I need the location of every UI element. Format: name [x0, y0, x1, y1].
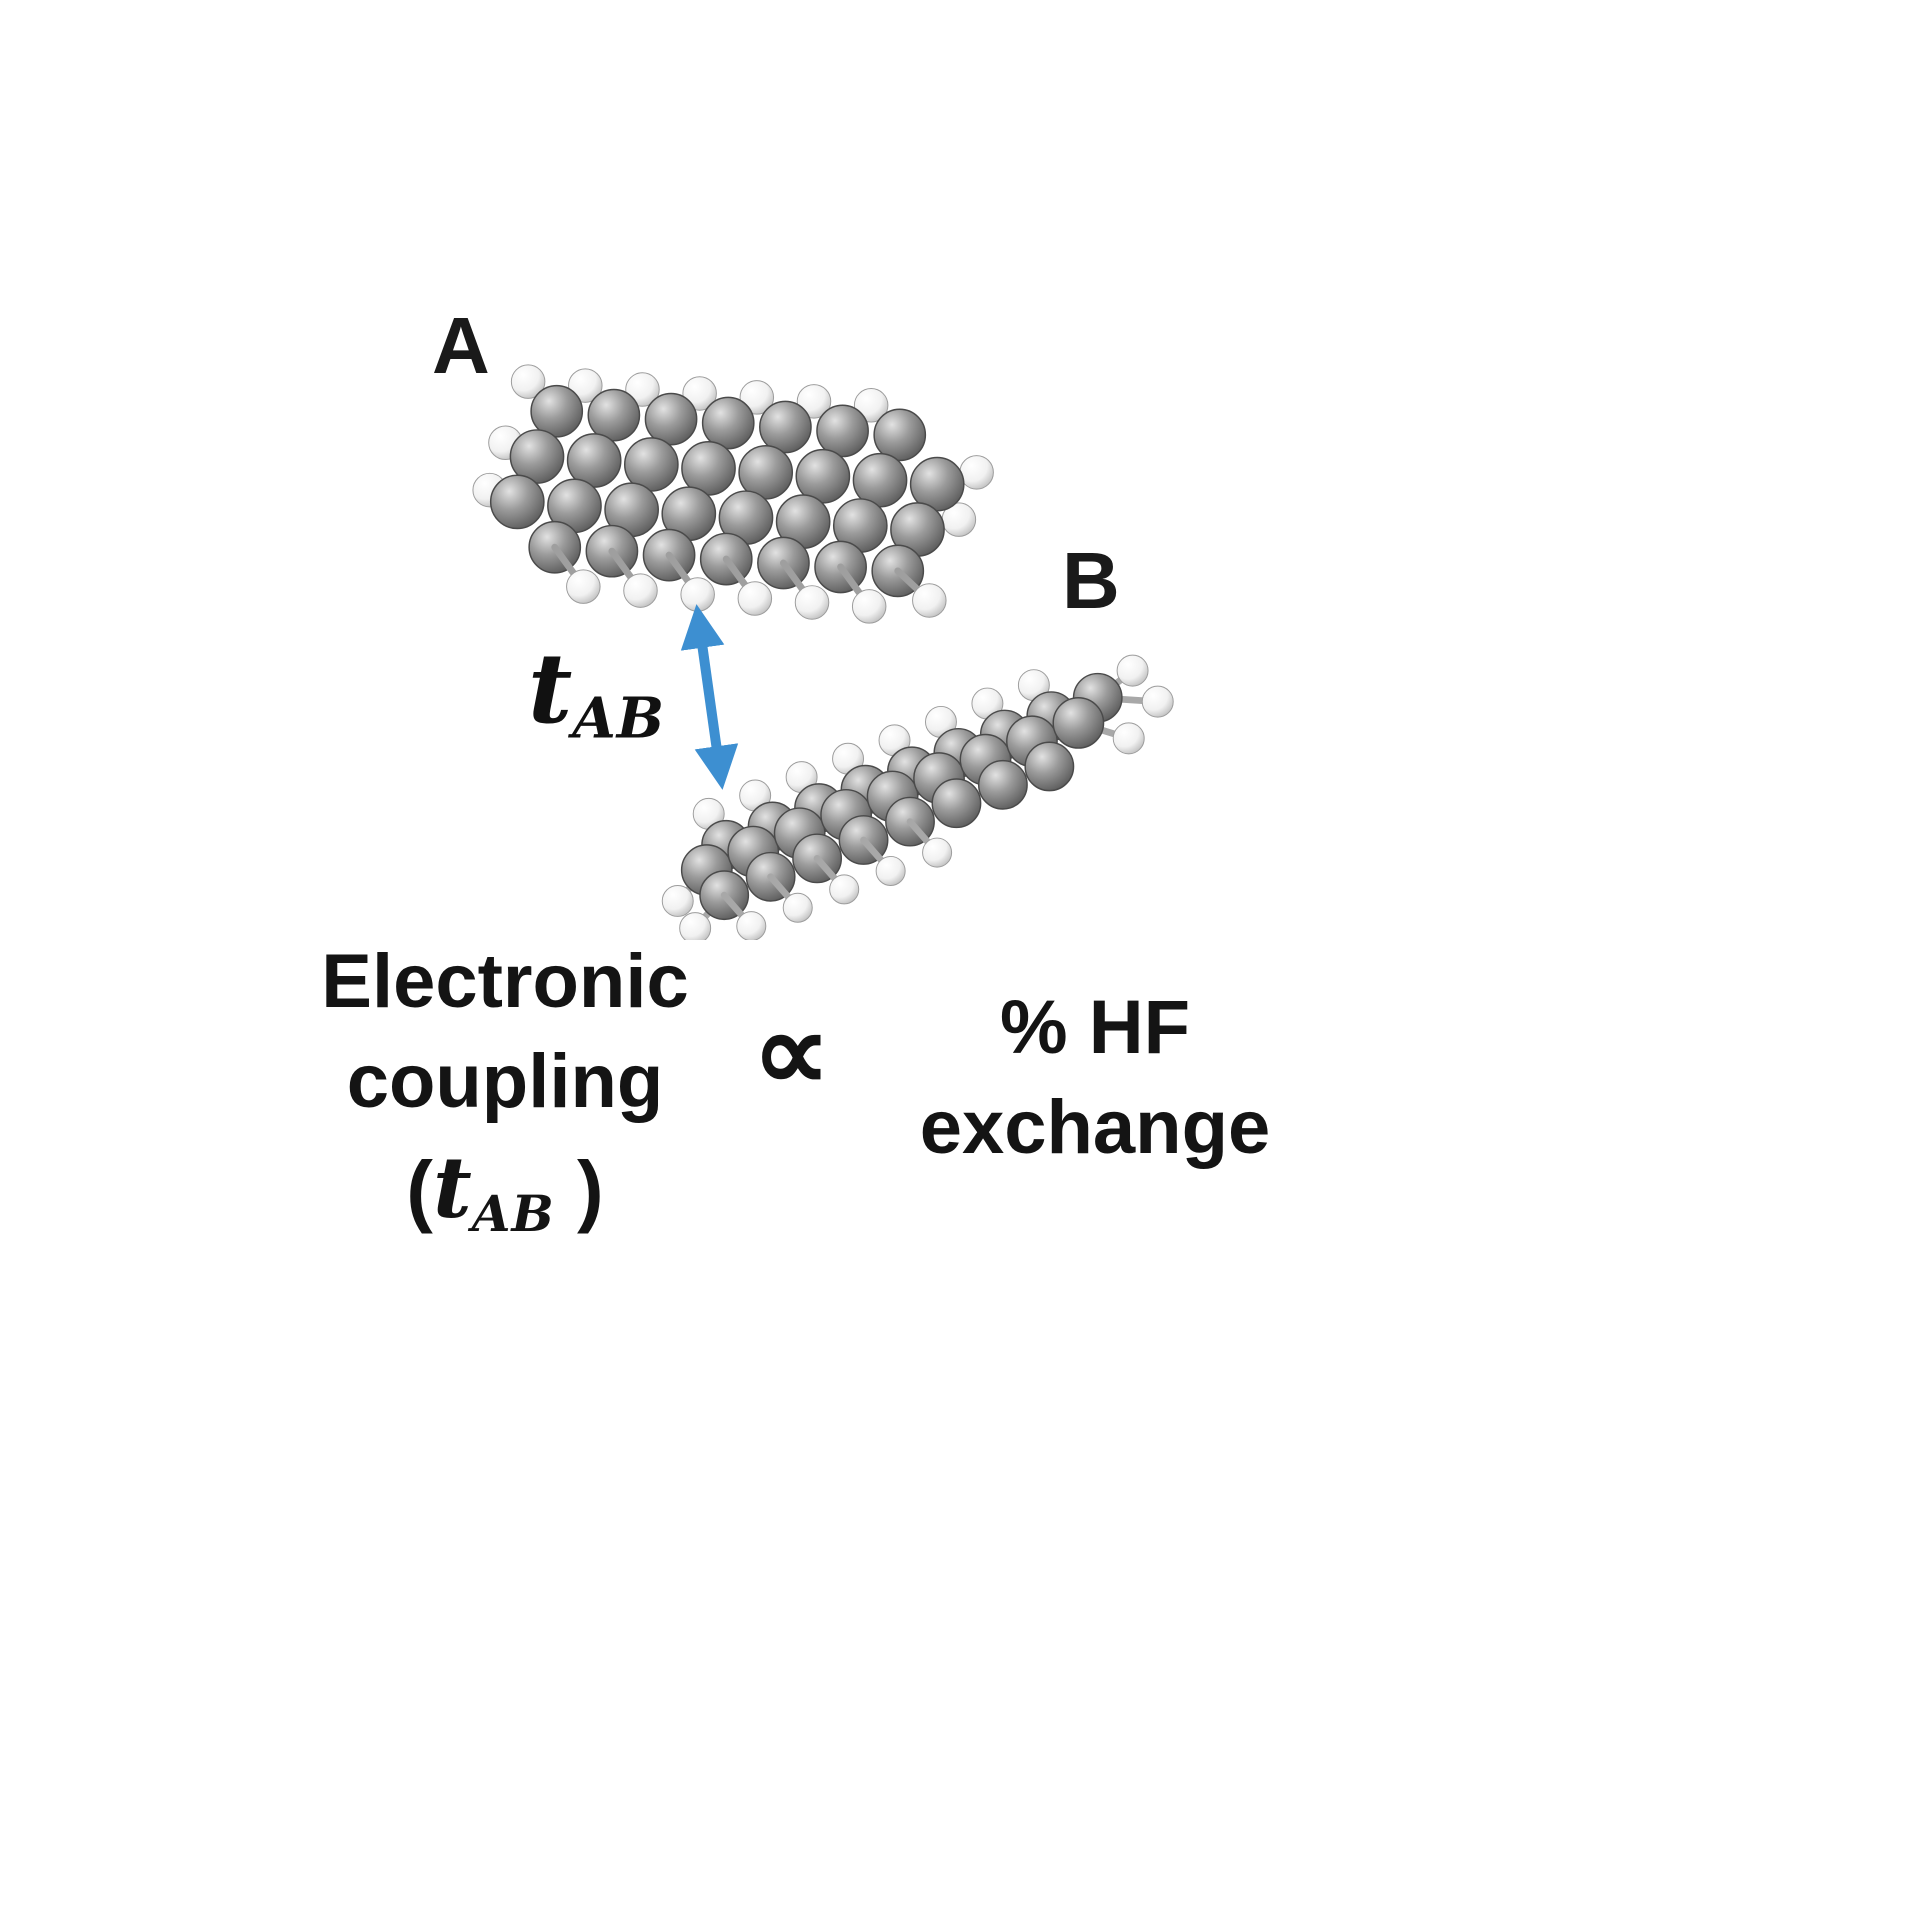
- hf-exchange-text: % HF exchange: [880, 978, 1310, 1179]
- proportional-symbol: ∝: [752, 991, 831, 1114]
- coupling-distance-arrow: [680, 604, 739, 790]
- molecule-b-model: [661, 654, 1174, 940]
- t-symbol-small: t: [432, 1137, 472, 1237]
- molecule-b-hydrogens-back: [661, 654, 1174, 940]
- open-paren: (: [406, 1144, 433, 1234]
- coupling-symbol-label: tAB: [528, 632, 665, 752]
- t-subscript: AB: [572, 685, 666, 752]
- molecule-a-hydrogens-front: [566, 569, 947, 624]
- t-symbol: t: [528, 632, 573, 745]
- tab-paren-line: (tAB ): [285, 1133, 725, 1247]
- t-subscript-small: AB: [471, 1183, 555, 1243]
- coupling-line: coupling: [346, 1039, 664, 1125]
- close-paren: ): [554, 1144, 604, 1234]
- molecule-b-hydrogens-front: [736, 837, 953, 940]
- molecule-a-label: A: [432, 301, 490, 390]
- hf-line: % HF: [1000, 985, 1190, 1070]
- molecule-b-label: B: [1062, 536, 1120, 625]
- exchange-line: exchange: [919, 1085, 1271, 1171]
- electronic-line: Electronic: [321, 939, 689, 1024]
- molecule-a-hydrogens-back: [472, 364, 994, 537]
- electronic-coupling-text: Electronic coupling (tAB ): [285, 932, 725, 1247]
- molecule-a-model: [472, 364, 994, 624]
